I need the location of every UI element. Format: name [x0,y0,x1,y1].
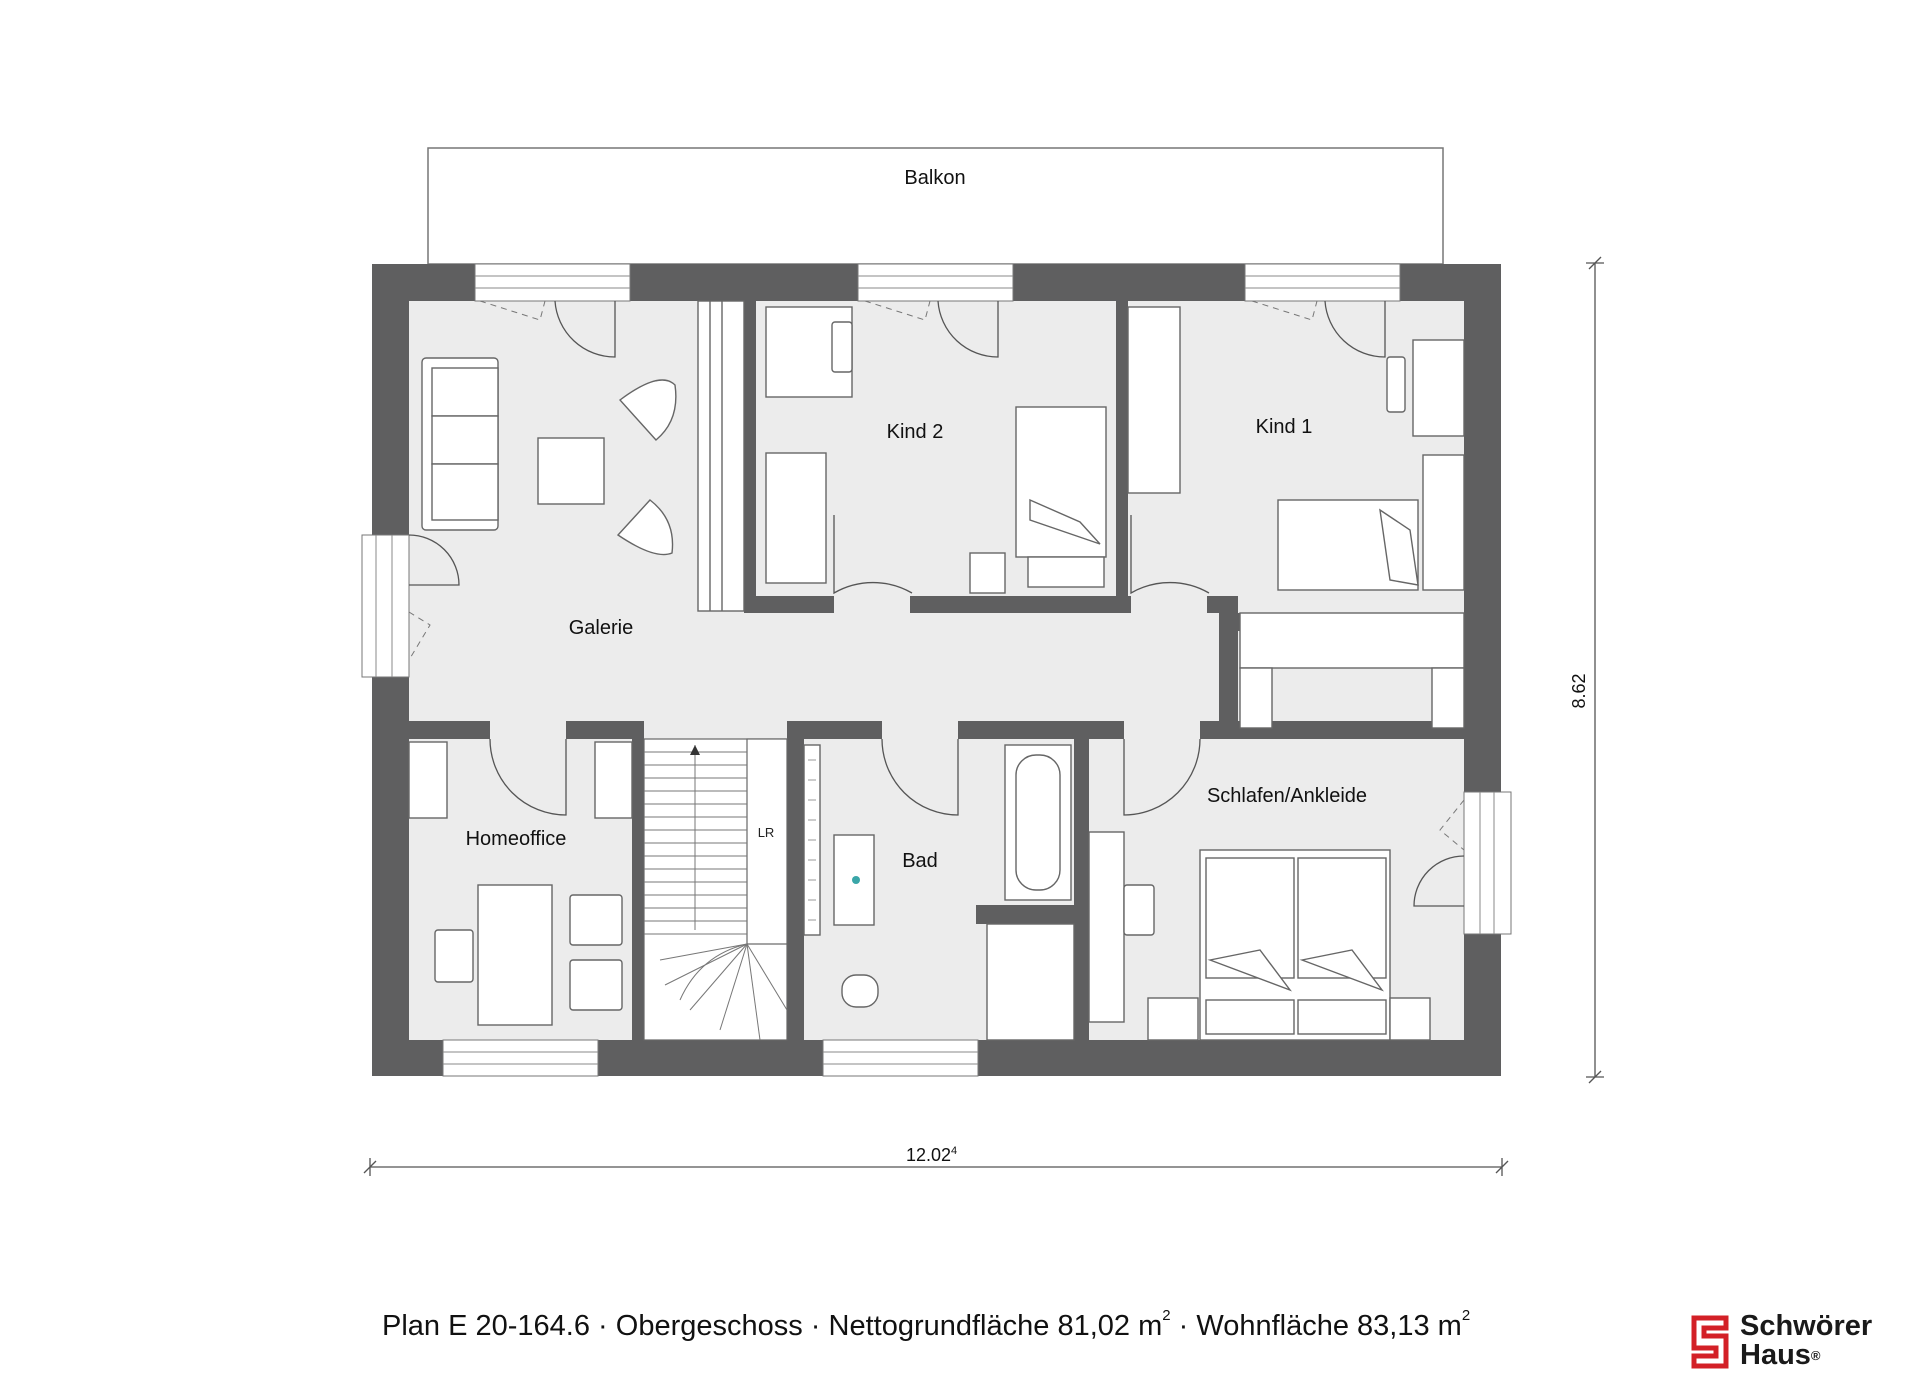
schwoerer-haus-logo: Schwörer Haus® [1688,1312,1898,1374]
kind1-furniture [1127,306,1465,591]
schlafen-furniture [1088,831,1431,1041]
door-swings [408,300,1465,907]
label-galerie: Galerie [569,617,633,639]
door-openings [490,593,1207,742]
stair-steps [644,745,788,1041]
width-dimension: 12.024 [906,1145,957,1165]
label-balkon: Balkon [904,167,965,189]
label-kind2: Kind 2 [887,421,944,443]
label-kind1: Kind 1 [1256,416,1313,438]
label-homeoffice: Homeoffice [466,828,567,850]
label-lr: LR [758,825,775,840]
logo-mark-icon [1691,1315,1729,1369]
homeoffice-furniture [408,741,633,1026]
dimension-lines [363,256,1604,1176]
bad-tile-marks [808,759,816,921]
kind2-furniture [765,306,1107,594]
galerie-furniture [421,300,745,612]
balcony [427,147,1444,265]
plan-caption: Plan E 20-164.6 · Obergeschoss · Nettogr… [382,1307,1471,1342]
stair-arrow [690,745,700,755]
faucet-icon [852,876,860,884]
label-bad: Bad [902,850,938,872]
bathroom-fixtures [803,744,1075,1041]
staircase [643,738,788,1041]
logo-wordmark: Schwörer Haus® [1740,1310,1873,1371]
window-panes [375,275,1495,1065]
windows [361,263,1512,1077]
height-dimension: 8.62 [1569,673,1589,708]
window-opening-marks [408,300,1465,851]
label-schlafen: Schlafen/Ankleide [1207,785,1367,807]
closet [1239,612,1465,729]
